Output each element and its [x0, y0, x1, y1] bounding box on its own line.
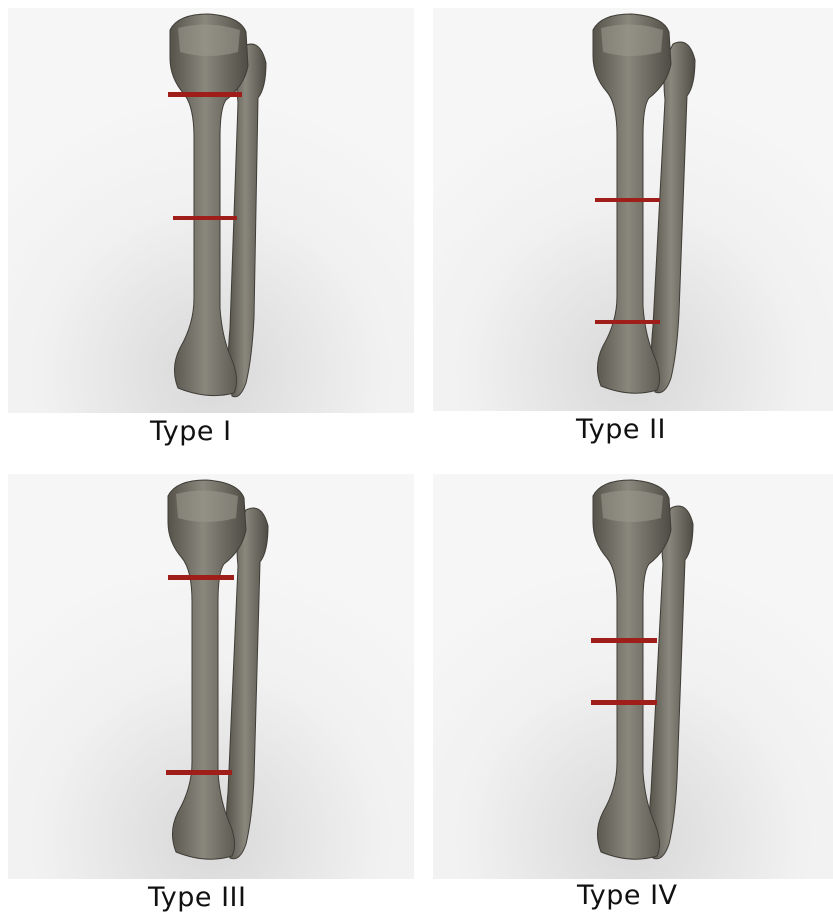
- cut-line-upper: [168, 575, 234, 580]
- tibia-fibula-illustration: [8, 8, 414, 413]
- tibia-fibula-illustration: [433, 8, 833, 411]
- caption-type-ii: Type II: [576, 414, 666, 445]
- panel-type-ii: [433, 8, 833, 411]
- cut-line-upper: [591, 638, 657, 643]
- tibia-fibula-illustration: [433, 474, 833, 879]
- caption-type-i: Type I: [150, 416, 232, 447]
- cut-line-lower: [595, 320, 660, 324]
- cut-line-lower: [591, 700, 657, 705]
- cut-line-upper: [595, 198, 660, 202]
- tibia-fibula-illustration: [8, 474, 414, 879]
- caption-type-iii: Type III: [148, 882, 247, 913]
- panel-type-i: [8, 8, 414, 413]
- cut-line-upper: [168, 92, 242, 97]
- panel-type-iv: [433, 474, 833, 879]
- caption-type-iv: Type IV: [577, 880, 678, 911]
- cut-line-lower: [173, 216, 237, 220]
- panel-type-iii: [8, 474, 414, 879]
- cut-line-lower: [166, 770, 232, 775]
